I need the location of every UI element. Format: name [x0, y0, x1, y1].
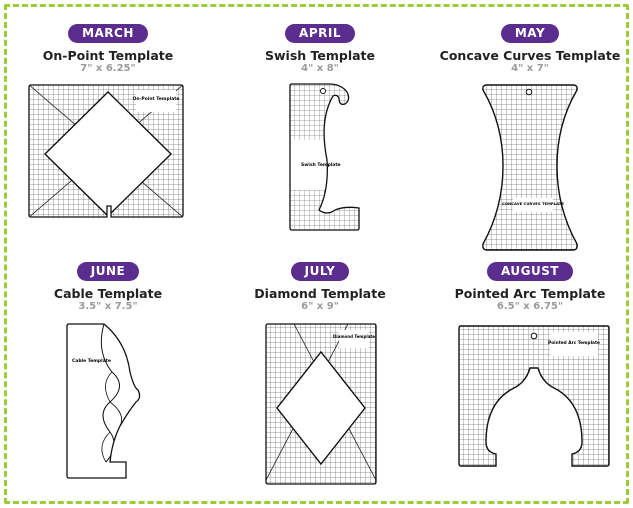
swish-template-image: Swish Template — [289, 80, 361, 232]
dashed-border — [4, 4, 629, 504]
on-point-template-image: On-Point Template — [28, 84, 184, 218]
template-label: Pointed Arc Template — [548, 340, 600, 346]
template-title: On-Point Template — [42, 48, 174, 63]
diamond-template-image: Diamond Template — [265, 322, 377, 486]
month-badge: JULY — [290, 262, 350, 281]
template-title: Swish Template — [264, 48, 376, 63]
template-size: 4" x 8" — [301, 63, 339, 74]
template-label: Cable Template — [72, 358, 111, 364]
cable-template-image: Cable Template — [66, 322, 148, 482]
month-card-april: APRIL Swish Template 4" x 8" — [215, 22, 425, 74]
template-title: Concave Curves Template — [439, 48, 621, 63]
month-card-june: JUNE Cable Template 3.5" x 7.5" — [3, 260, 213, 312]
template-title: Diamond Template — [254, 286, 386, 301]
template-label: Diamond Template — [333, 334, 375, 339]
template-title: Pointed Arc Template — [454, 286, 606, 301]
month-card-may: MAY Concave Curves Template 4" x 7" — [425, 22, 633, 74]
month-badge: MARCH — [68, 24, 148, 43]
month-card-march: MARCH On-Point Template 7" x 6.25" — [3, 22, 213, 74]
template-size: 4" x 7" — [511, 63, 549, 74]
template-label: On-Point Template — [133, 96, 180, 102]
template-size: 6.5" x 6.75" — [496, 301, 564, 312]
template-title: Cable Template — [53, 286, 163, 301]
template-size: 3.5" x 7.5" — [78, 301, 138, 312]
month-badge: MAY — [500, 24, 560, 43]
template-label: Swish Template — [301, 162, 341, 168]
month-badge: AUGUST — [486, 262, 574, 281]
month-badge: JUNE — [76, 262, 140, 281]
template-size: 7" x 6.25" — [80, 63, 136, 74]
template-label: CONCAVE CURVES TEMPLATE — [502, 201, 564, 206]
month-card-august: AUGUST Pointed Arc Template 6.5" x 6.75" — [425, 260, 633, 312]
concave-curves-template-image: CONCAVE CURVES TEMPLATE — [481, 84, 579, 254]
month-badge: APRIL — [285, 24, 355, 43]
month-card-july: JULY Diamond Template 6" x 9" — [215, 260, 425, 312]
pointed-arc-template-image: Pointed Arc Template — [458, 324, 610, 470]
template-size: 6" x 9" — [301, 301, 339, 312]
